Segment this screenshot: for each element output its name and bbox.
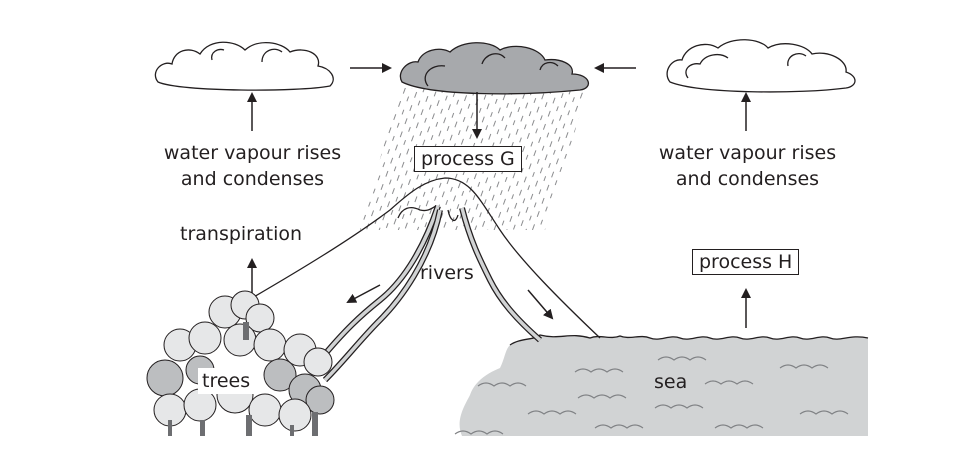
arrow-river-to-sea <box>527 289 554 320</box>
cloud-right <box>666 39 856 93</box>
arrow-river-to-trees <box>346 284 381 303</box>
cloud-left <box>154 41 334 91</box>
process-h-label: process H <box>692 249 800 275</box>
trees <box>146 290 335 436</box>
right-vapour-label: water vapour rises and condenses <box>645 140 850 192</box>
sea <box>454 334 869 436</box>
right-vapour-line-1: water vapour rises <box>658 142 837 164</box>
left-vapour-line-2: and condenses <box>180 168 325 190</box>
sea-waves <box>454 356 849 435</box>
right-vapour-line-2: and condenses <box>675 168 820 190</box>
rivers <box>317 205 542 383</box>
left-vapour-label: water vapour rises and condenses <box>150 140 355 192</box>
left-vapour-line-1: water vapour rises <box>163 142 342 164</box>
process-g-label: process G <box>414 146 522 172</box>
trees-label: trees <box>198 368 255 394</box>
transpiration-label: transpiration <box>180 223 303 245</box>
sea-label: sea <box>654 371 688 393</box>
mountain <box>251 177 601 339</box>
cloud-center <box>399 42 590 95</box>
rivers-label: rivers <box>420 262 474 284</box>
